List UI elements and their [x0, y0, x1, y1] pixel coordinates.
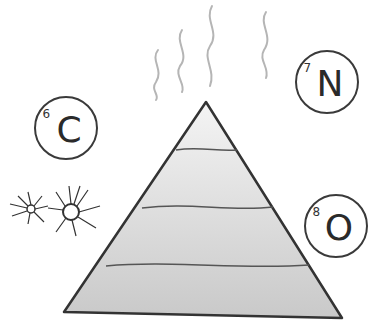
element-symbol: C [56, 112, 81, 148]
molecule-sketch [10, 186, 100, 236]
steam-lines [154, 6, 267, 100]
element-circle: 7N [294, 49, 360, 115]
element-symbol: O [325, 210, 353, 246]
element-circle: 8O [303, 193, 369, 259]
element-symbol: N [317, 66, 344, 102]
element-circle: 6C [33, 95, 99, 161]
pyramid-bands [106, 149, 309, 267]
atomic-number: 8 [312, 206, 320, 218]
pyramid [64, 102, 342, 318]
atomic-number: 7 [303, 62, 311, 74]
atomic-number: 6 [42, 108, 50, 120]
